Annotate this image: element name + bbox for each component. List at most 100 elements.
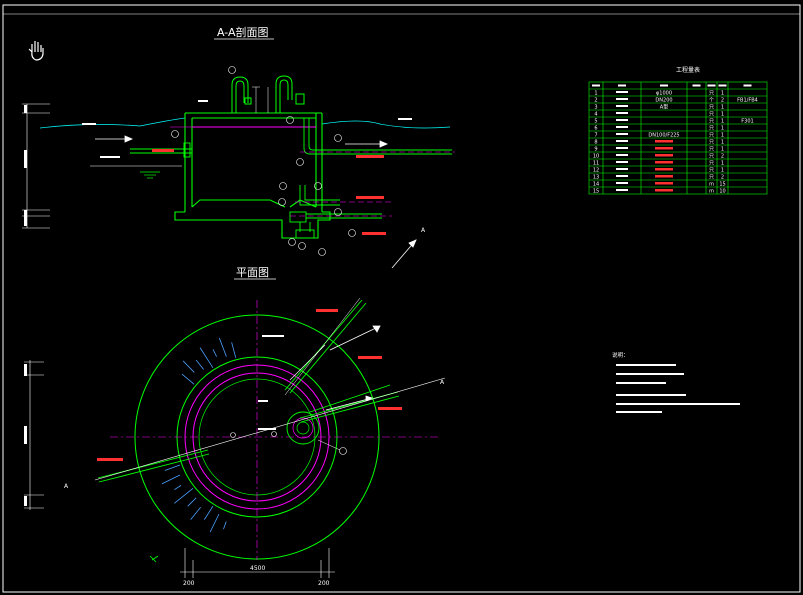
outlet-pipe [303,118,452,155]
table-cell: 8 [594,140,597,146]
table-cell: A型 [660,104,668,111]
outlet-arrow [345,140,389,148]
table-cell: 1 [721,168,724,174]
table-cell: 1 [721,140,724,146]
table-cell: 只 [709,154,714,160]
section-cut-label-right: A [421,227,426,234]
notes-title: 说明： [612,351,629,359]
table-cell: 只 [709,91,714,97]
dim-left: 200 [183,580,195,587]
table-cell: 2 [721,98,724,104]
hatch-stroke [204,505,214,520]
plan-title: 平面图 [236,266,269,279]
table-cell: DN100/F225 [648,133,679,139]
hatch-stroke [209,513,220,533]
table-cell: 10 [593,154,599,160]
table-cell: 只 [709,133,714,139]
table-title: 工程量表 [676,66,700,74]
table-cell: DN200 [655,98,672,104]
plan-cut-mark-bottom [149,555,159,563]
plan-pipes [97,299,400,483]
table-header-cell [592,84,600,87]
hatch-stroke [174,488,194,504]
section-view: A-A剖面图 [22,25,455,269]
dim-mid: 4500 [250,565,265,572]
hatch-stroke [164,464,181,471]
table-cell: F301 [741,119,753,125]
drain-pipes [289,185,382,239]
section-arrow [391,239,417,269]
plan-cut-label-bottom: A [64,483,69,490]
plan-hatch [161,337,237,533]
table-cell: 10 [719,189,725,195]
table-cell: 1 [721,126,724,132]
vent-dims [252,86,269,113]
table-cell: 12 [593,168,599,174]
table-cell: 只 [709,126,714,132]
table-cell: 13 [593,175,599,181]
table-header-cell [692,84,701,87]
table-cell: FB1/FB4 [737,98,758,104]
table-cell: 1 [721,119,724,125]
table-header-cell [743,84,752,87]
notes-block: 说明： [612,351,740,413]
water-level-symbol [140,171,160,179]
hatch-stroke [223,521,227,530]
plan-white-labels [24,335,284,506]
table-cell: 7 [594,133,597,139]
hatch-stroke [199,347,214,369]
section-callouts [171,66,356,256]
table-cell: 14 [593,182,599,188]
tank-walls [174,112,331,239]
table-cell: 只 [709,161,714,167]
hatch-stroke [212,349,217,357]
hatch-stroke [187,497,197,507]
table-cell: 只 [709,140,714,146]
table-cell: φ1000 [656,91,672,97]
table-header-cell [718,84,727,87]
table-cell: 1 [721,105,724,111]
table-cell: 只 [709,112,714,118]
table-cell: 15 [719,182,725,188]
table-cell: 1 [721,112,724,118]
hatch-stroke [161,474,181,485]
plan-bottom-dims [180,548,335,578]
hand-pan-icon[interactable] [28,41,44,61]
table-cell: 4 [594,112,597,118]
section-red-labels [152,149,386,235]
hatch-stroke [231,342,237,358]
inflow-arrow [95,135,134,143]
vent-pipes [231,75,305,113]
table-cell: 6 [594,126,597,132]
ground-line-right [321,120,451,129]
table-cell: 2 [721,175,724,181]
table-cell: 1 [721,91,724,97]
table-cell: 5 [594,119,597,125]
section-title: A-A剖面图 [217,25,269,39]
table-cell: m [709,189,714,195]
table-cell: 2 [594,98,597,104]
hatch-stroke [181,373,195,385]
hatch-stroke [218,337,227,357]
table-header-cell [707,84,716,87]
hatch-stroke [182,360,195,373]
table-cell: 只 [709,105,714,111]
table-cell: 只 [709,147,714,153]
plan-arrows [325,325,381,411]
plan-well-outer [286,411,320,445]
drawing-frame [2,4,801,593]
plan-view: 平面图 [24,266,446,587]
table-cell: 1 [721,147,724,153]
table-cell: m [709,182,714,188]
dim-right: 200 [318,580,330,587]
ground-line [39,117,186,129]
table-cell: 2 [721,154,724,160]
plan-red-labels [97,309,402,461]
hatch-stroke [174,485,182,490]
table-cell: 1 [721,161,724,167]
hatch-stroke [190,506,201,520]
table-cell: 11 [593,161,599,167]
hatch-stroke [195,359,204,370]
table-cell: 1 [721,133,724,139]
